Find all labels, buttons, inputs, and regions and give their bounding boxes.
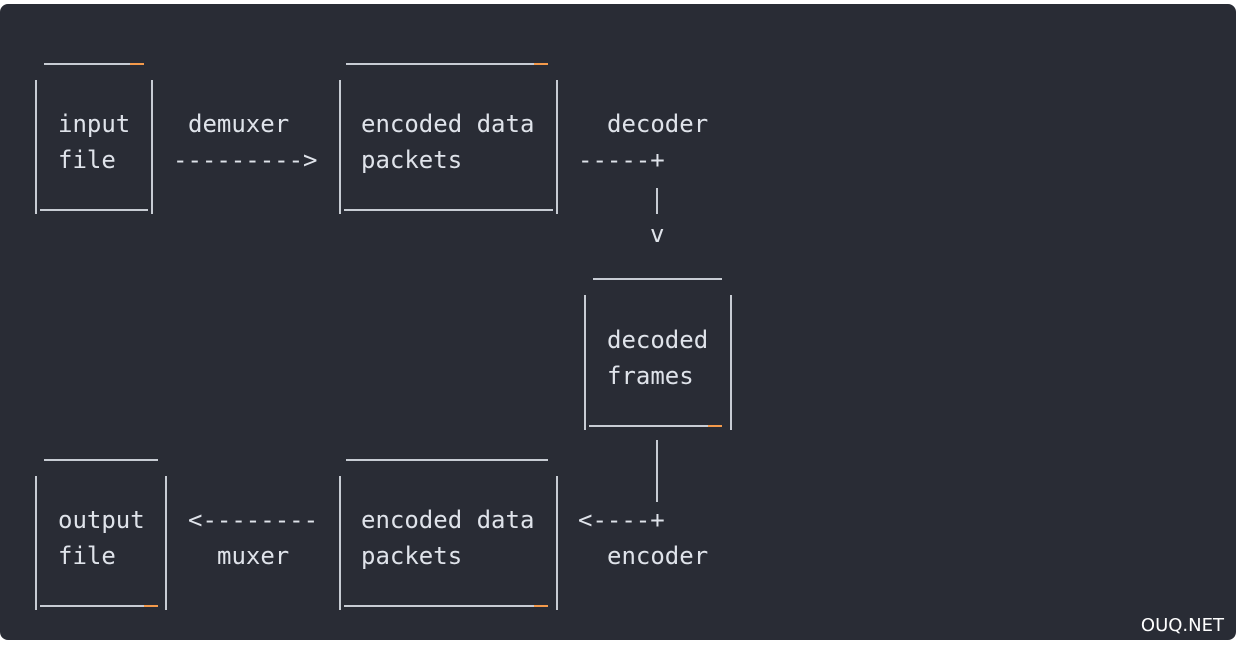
encoder-label: encoder — [607, 542, 708, 570]
encoded-packets-bottom-label-line1: encoded data — [361, 506, 534, 534]
output-file-label-line2: file — [58, 542, 116, 570]
decoded-frames-box: decoded frames — [584, 278, 732, 430]
muxer-label: muxer — [217, 542, 289, 570]
muxer-arrow: <-------- — [188, 506, 318, 534]
decoded-frames-label-line1: decoded — [607, 326, 708, 354]
output-file-label-line1: output — [58, 506, 145, 534]
decoder-down-arrow: v — [650, 220, 664, 248]
encoded-packets-top-label-line2: packets — [361, 146, 462, 174]
demuxer-label: demuxer — [188, 110, 289, 138]
site-watermark: OUQ.NET — [1140, 615, 1224, 636]
demuxer-arrow: ---------> — [173, 146, 318, 174]
decoded-frames-label-line2: frames — [607, 362, 694, 390]
decoder-label: decoder — [607, 110, 708, 138]
ffmpeg-transcoding-diagram: input file demuxer ---------> encoded da… — [35, 63, 732, 610]
input-file-label-line2: file — [58, 146, 116, 174]
input-file-label-line1: input — [58, 110, 130, 138]
encoded-packets-top-box: encoded data packets — [339, 63, 558, 214]
input-file-box: input file — [35, 63, 153, 214]
output-file-box: output file — [35, 459, 167, 610]
encoded-packets-top-label-line1: encoded data — [361, 110, 534, 138]
encoded-packets-bottom-label-line2: packets — [361, 542, 462, 570]
decoder-arrow: -----+ — [578, 146, 665, 174]
encoded-packets-bottom-box: encoded data packets — [339, 459, 558, 610]
encoder-arrow: <----+ — [578, 506, 665, 534]
diagram-panel: input file demuxer ---------> encoded da… — [0, 4, 1236, 640]
